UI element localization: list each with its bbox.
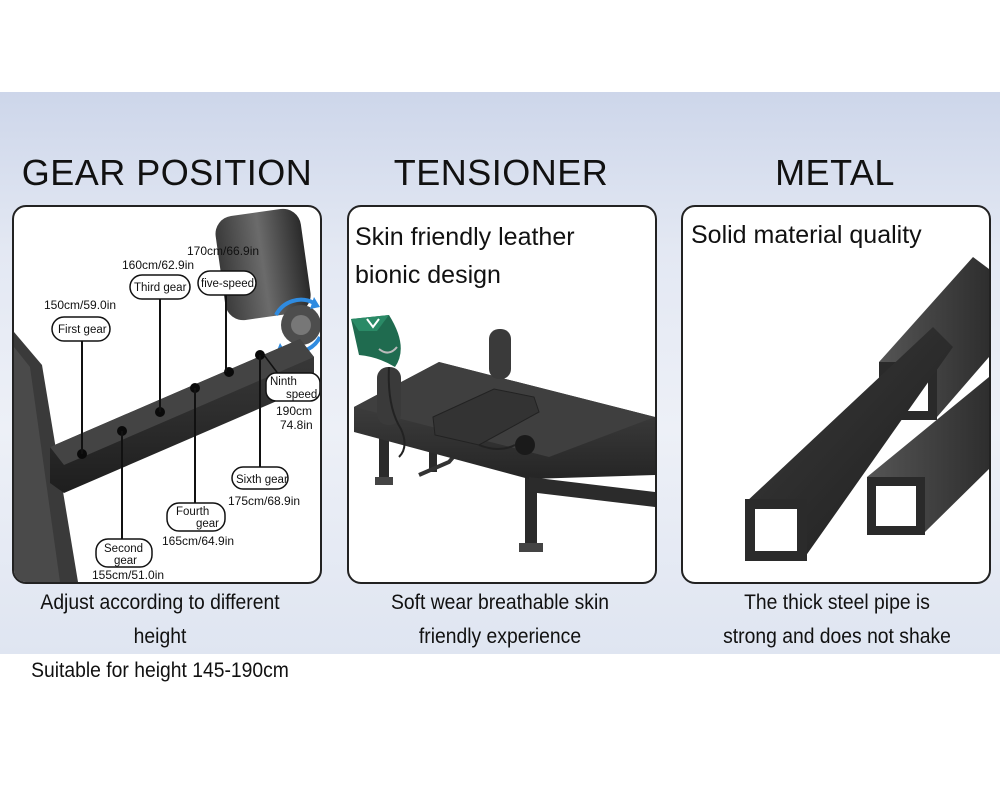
g5-name-label: five-speed	[201, 278, 254, 290]
g3-height-label: 160cm/62.9in	[122, 258, 194, 272]
tensioner-line1: Skin friendly leather	[355, 223, 575, 251]
g4-name-b-label: gear	[196, 518, 219, 530]
rotate-arrow-icon	[274, 297, 315, 316]
tensioner-line2: bionic design	[355, 261, 501, 289]
g3-name-label: Third gear	[134, 282, 187, 294]
gear-position-illustration: 150cm/59.0in First gear 160cm/62.9in Thi…	[14, 208, 320, 582]
g2-name-a-label: Second	[104, 543, 143, 555]
g1-height-label: 150cm/59.0in	[44, 298, 116, 312]
g4-height-label: 165cm/64.9in	[162, 534, 234, 548]
sixth-gear-pill	[231, 466, 289, 490]
metal-caption: The thick steel pipe is strong and does …	[690, 586, 984, 654]
foot-post	[489, 329, 511, 379]
gear-caption-line1: Adjust according to different height	[40, 591, 280, 648]
g9-height-a-label: 190cm	[276, 404, 312, 418]
g1-name-label: First gear	[58, 324, 107, 336]
tension-ball	[515, 435, 535, 455]
g6-name-label: Sixth gear	[236, 474, 288, 486]
bench-leg	[379, 422, 389, 482]
stretch-bench-illustration: Skin friendly leather bionic design	[351, 223, 655, 552]
heading-gear-position: GEAR POSITION	[21, 152, 313, 193]
heading-tensioner: TENSIONER	[393, 152, 609, 193]
five-speed-pill	[197, 270, 257, 296]
g4-name-a-label: Fourth	[176, 506, 209, 518]
tensioner-panel: Skin friendly leather bionic design	[347, 205, 657, 584]
g2-name-b-label: gear	[114, 555, 137, 567]
g2-height-label: 155cm/51.0in	[92, 568, 164, 582]
gear-position-panel: 150cm/59.0in First gear 160cm/62.9in Thi…	[12, 205, 322, 584]
steel-pipe-illustration: Solid material quality	[691, 221, 989, 561]
ninth-speed-pill	[265, 372, 320, 402]
g9-name-b-label: speed	[286, 389, 317, 401]
tensioner-caption-line2: friendly experience	[418, 625, 582, 648]
fourth-gear-pill	[166, 502, 226, 532]
second-gear-pill	[95, 538, 153, 568]
third-gear-pill	[129, 274, 191, 300]
foam-roller	[215, 208, 311, 321]
g9-name-a-label: Ninth	[270, 376, 297, 388]
first-gear-pill	[51, 316, 111, 342]
gear-caption: Adjust according to different height Sui…	[13, 586, 307, 688]
gear-caption-line2: Suitable for height 145-190cm	[31, 659, 289, 682]
g6-height-label: 175cm/68.9in	[228, 494, 300, 508]
metal-panel: Solid material quality	[681, 205, 991, 584]
g5-height-label: 170cm/66.9in	[187, 244, 259, 258]
seat-cushion	[432, 388, 540, 446]
g9-height-b-label: 74.8in	[280, 418, 313, 432]
metal-line1: Solid material quality	[691, 221, 922, 249]
metal-caption-line1: The thick steel pipe is	[744, 591, 930, 614]
metal-caption-line2: strong and does not shake	[723, 625, 951, 648]
heading-metal: METAL	[775, 152, 895, 193]
tensioner-caption-line1: Soft wear breathable skin	[390, 591, 610, 614]
tensioner-caption: Soft wear breathable skin friendly exper…	[353, 586, 647, 654]
